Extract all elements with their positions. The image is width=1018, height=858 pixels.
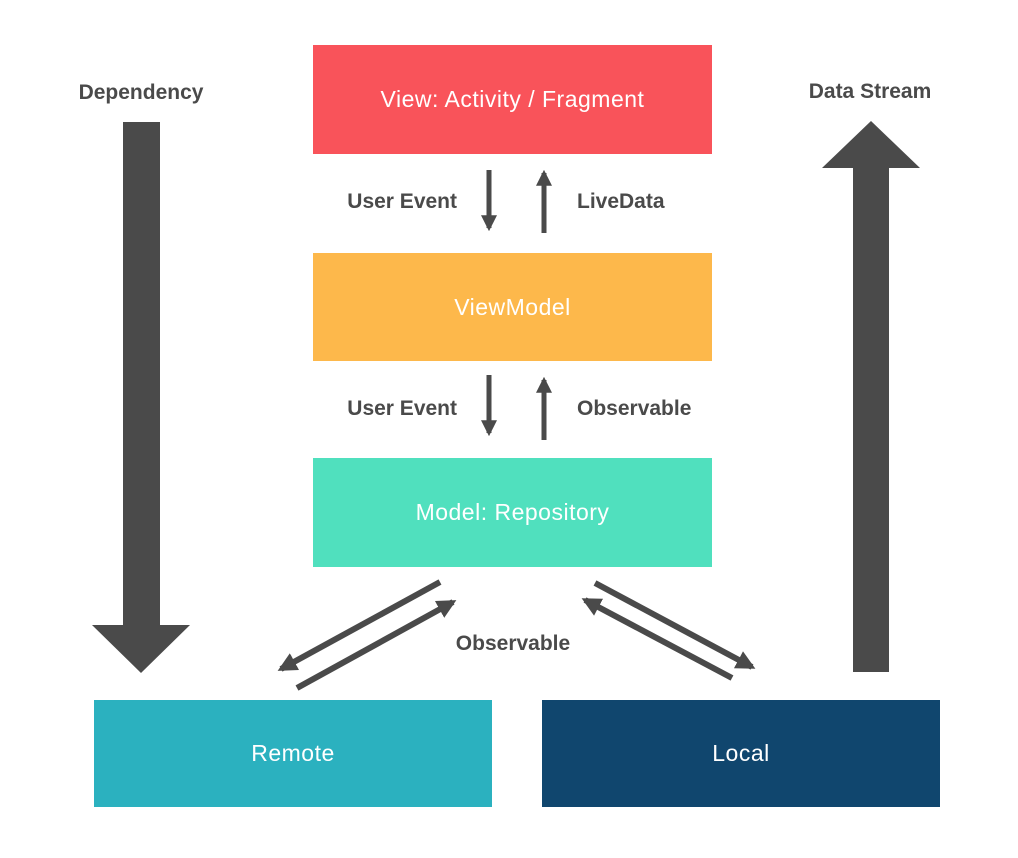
dependency-arrow-down-icon	[92, 122, 190, 673]
node-local-label: Local	[712, 740, 770, 766]
edge-label-livedata: LiveData	[577, 190, 665, 213]
arrow-remote-to-model	[295, 599, 457, 691]
node-model-label: Model: Repository	[415, 499, 610, 525]
data-stream-arrow-up-icon	[822, 121, 920, 672]
arrow-local-to-model	[581, 597, 734, 681]
node-viewmodel-label: ViewModel	[454, 293, 571, 320]
node-remote: Remote	[94, 700, 492, 807]
arrow-model-to-remote	[277, 579, 442, 672]
dependency-label: Dependency	[78, 81, 204, 104]
node-local: Local	[542, 700, 940, 807]
data-stream-label: Data Stream	[808, 80, 932, 103]
edge-label-observable-middle: Observable	[577, 397, 692, 420]
node-model-repository: Model: Repository	[313, 458, 712, 567]
edge-label-user-event-middle: User Event	[347, 397, 457, 420]
node-view-label: View: Activity / Fragment	[380, 86, 645, 112]
arrow-model-to-local	[593, 580, 756, 670]
edge-label-observable-bottom: Observable	[455, 632, 571, 655]
edge-label-user-event-top: User Event	[347, 190, 457, 213]
node-view: View: Activity / Fragment	[313, 45, 712, 154]
node-viewmodel: ViewModel	[313, 253, 712, 361]
node-remote-label: Remote	[251, 740, 335, 766]
